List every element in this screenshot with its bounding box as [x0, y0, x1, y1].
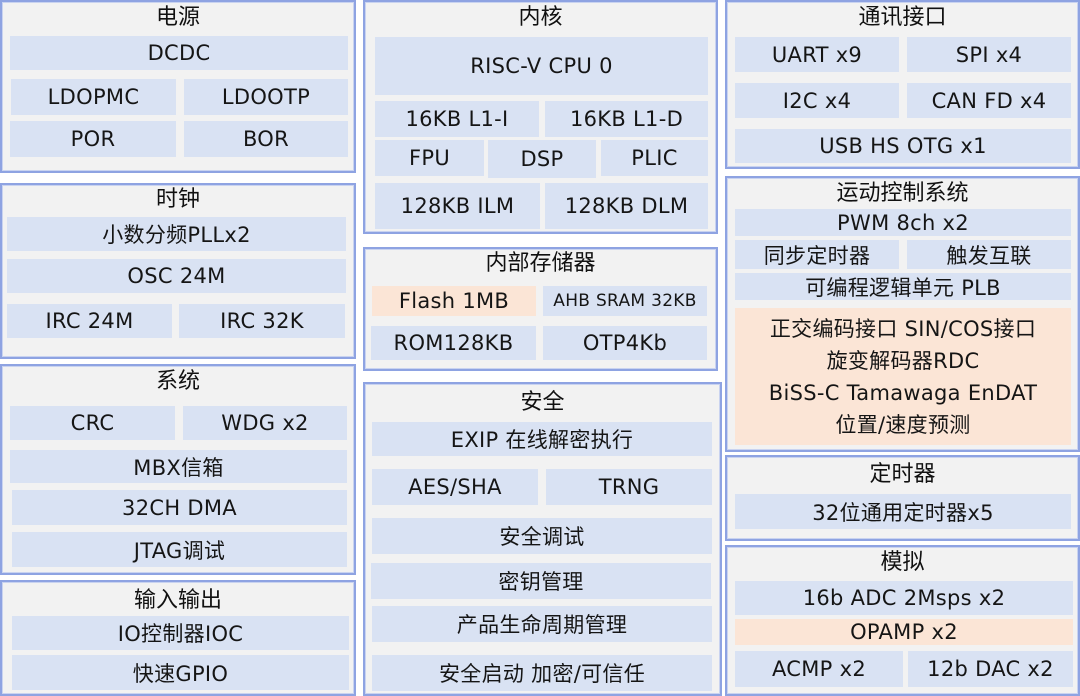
analog-title: 模拟: [880, 550, 925, 575]
block-ldootp: LDOOTP: [184, 79, 348, 115]
block-pll: 小数分频PLLx2: [7, 217, 346, 251]
block-secure-debug: 安全调试: [372, 518, 712, 554]
core-panel: 内核 RISC-V CPU 0 16KB L1-I 16KB L1-D FPU …: [363, 0, 718, 234]
block-uart: UART x9: [735, 37, 899, 72]
block-otp: OTP4Kb: [543, 326, 707, 360]
block-secure-boot: 安全启动 加密/可信任: [372, 655, 712, 691]
block-i2c: I2C x4: [735, 83, 899, 118]
power-title: 电源: [155, 5, 200, 30]
block-ilm: 128KB ILM: [375, 183, 540, 229]
block-sync-timer: 同步定时器: [735, 240, 899, 269]
block-crc: CRC: [10, 406, 175, 440]
comm-panel: 通讯接口 UART x9 SPI x4 I2C x4 CAN FD x4 USB…: [725, 0, 1080, 169]
analog-panel: 模拟 16b ADC 2Msps x2 OPAMP x2 ACMP x2 12b…: [725, 545, 1080, 696]
security-panel: 安全 EXIP 在线解密执行 AES/SHA TRNG 安全调试 密钥管理 产品…: [363, 382, 722, 696]
memory-panel: 内部存储器 Flash 1MB AHB SRAM 32KB ROM128KB O…: [363, 247, 718, 371]
system-panel: 系统 CRC WDG x2 MBX信箱 32CH DMA JTAG调试: [0, 364, 356, 575]
block-por: POR: [10, 121, 176, 157]
block-ahb-sram: AHB SRAM 32KB: [543, 286, 707, 316]
block-gpio: 快速GPIO: [12, 655, 349, 690]
highlight-line-prediction: 位置/速度预测: [835, 412, 971, 437]
block-usb: USB HS OTG x1: [735, 129, 1071, 163]
block-adc: 16b ADC 2Msps x2: [735, 581, 1073, 615]
block-jtag: JTAG调试: [12, 532, 347, 567]
block-canfd: CAN FD x4: [907, 83, 1071, 118]
block-position-sensing: 正交编码接口 SIN/COS接口 旋变解码器RDC BiSS-C Tamawag…: [735, 308, 1071, 445]
block-key-mgmt: 密钥管理: [371, 563, 711, 599]
block-irc24m: IRC 24M: [7, 304, 172, 338]
block-gptmr: 32位通用定时器x5: [735, 494, 1071, 529]
io-panel: 输入输出 IO控制器IOC 快速GPIO: [0, 580, 356, 696]
block-irc32k: IRC 32K: [179, 304, 345, 338]
comm-title: 通讯接口: [858, 5, 947, 30]
block-dsp: DSP: [488, 140, 596, 178]
block-l1d: 16KB L1-D: [545, 101, 708, 137]
block-pwm: PWM 8ch x2: [735, 209, 1071, 236]
security-title: 安全: [520, 390, 565, 415]
block-ldopmc: LDOPMC: [11, 79, 176, 115]
block-exip: EXIP 在线解密执行: [372, 422, 712, 456]
io-title: 输入输出: [133, 588, 222, 613]
block-trigger-mux: 触发互联: [907, 240, 1071, 269]
timer-title: 定时器: [869, 462, 936, 487]
block-ioc: IO控制器IOC: [12, 616, 349, 650]
block-lifecycle: 产品生命周期管理: [372, 606, 712, 642]
clock-panel: 时钟 小数分频PLLx2 OSC 24M IRC 24M IRC 32K: [0, 183, 356, 359]
block-acmp: ACMP x2: [735, 651, 903, 687]
clock-title: 时钟: [155, 187, 200, 212]
block-dcdc: DCDC: [10, 36, 348, 70]
block-spi: SPI x4: [907, 37, 1071, 72]
block-fpu: FPU: [375, 140, 484, 176]
highlight-line-encoder: 正交编码接口 SIN/COS接口: [769, 316, 1037, 341]
highlight-line-protocols: BiSS-C Tamawaga EnDAT: [768, 380, 1038, 405]
block-trng: TRNG: [546, 469, 712, 505]
block-osc: OSC 24M: [7, 259, 346, 293]
core-title: 内核: [518, 5, 563, 30]
block-opamp: OPAMP x2: [735, 619, 1073, 645]
power-panel: 电源 DCDC LDOPMC LDOOTP POR BOR: [0, 0, 356, 173]
block-flash: Flash 1MB: [372, 286, 536, 316]
system-title: 系统: [155, 369, 200, 394]
block-aes-sha: AES/SHA: [372, 469, 538, 505]
block-cpu: RISC-V CPU 0: [375, 37, 708, 95]
timer-panel: 定时器 32位通用定时器x5: [725, 455, 1080, 541]
block-rom: ROM128KB: [371, 326, 536, 360]
block-plic: PLIC: [601, 140, 708, 176]
motion-panel: 运动控制系统 PWM 8ch x2 同步定时器 触发互联 可编程逻辑单元 PLB…: [725, 176, 1080, 452]
block-dlm: 128KB DLM: [545, 183, 708, 229]
motion-title: 运动控制系统: [836, 181, 969, 206]
block-mbx: MBX信箱: [10, 450, 347, 483]
block-wdg: WDG x2: [183, 406, 347, 440]
block-l1i: 16KB L1-I: [375, 101, 539, 137]
block-plb: 可编程逻辑单元 PLB: [735, 273, 1071, 300]
block-dac: 12b DAC x2: [908, 651, 1073, 687]
block-bor: BOR: [184, 121, 348, 157]
block-dma: 32CH DMA: [12, 490, 347, 525]
highlight-line-rdc: 旋变解码器RDC: [826, 348, 980, 373]
memory-title: 内部存储器: [485, 251, 596, 276]
